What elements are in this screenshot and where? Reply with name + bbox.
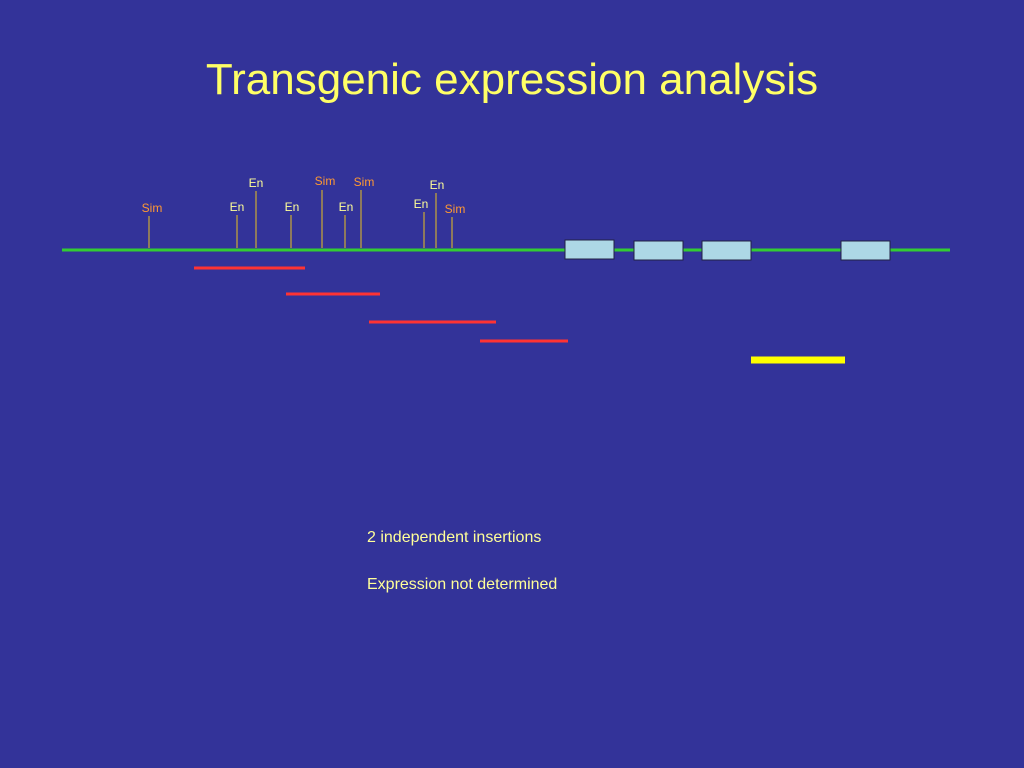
exon-2-box <box>633 240 684 261</box>
exon-1-box <box>564 239 615 260</box>
site-label-3: En <box>249 176 264 190</box>
site-label-7: Sim <box>354 175 375 189</box>
notes: 2 independent insertions Expression not … <box>367 528 557 595</box>
exon-4-box <box>840 240 891 261</box>
site-label-8: En <box>414 197 429 211</box>
exons <box>564 239 891 261</box>
note-expression: Expression not determined <box>367 576 558 593</box>
site-label-10: Sim <box>445 202 466 216</box>
exon-3-box <box>701 240 752 261</box>
site-label-9: En <box>430 178 445 192</box>
site-label-1: Sim <box>142 201 163 215</box>
fragments <box>194 266 845 364</box>
slide-title: Transgenic expression analysis <box>205 55 819 104</box>
site-label-5: Sim <box>315 174 336 188</box>
note-insertions: 2 independent insertions <box>367 529 542 546</box>
site-label-4: En <box>285 200 300 214</box>
site-label-2: En <box>230 200 245 214</box>
site-label-6: En <box>339 200 354 214</box>
